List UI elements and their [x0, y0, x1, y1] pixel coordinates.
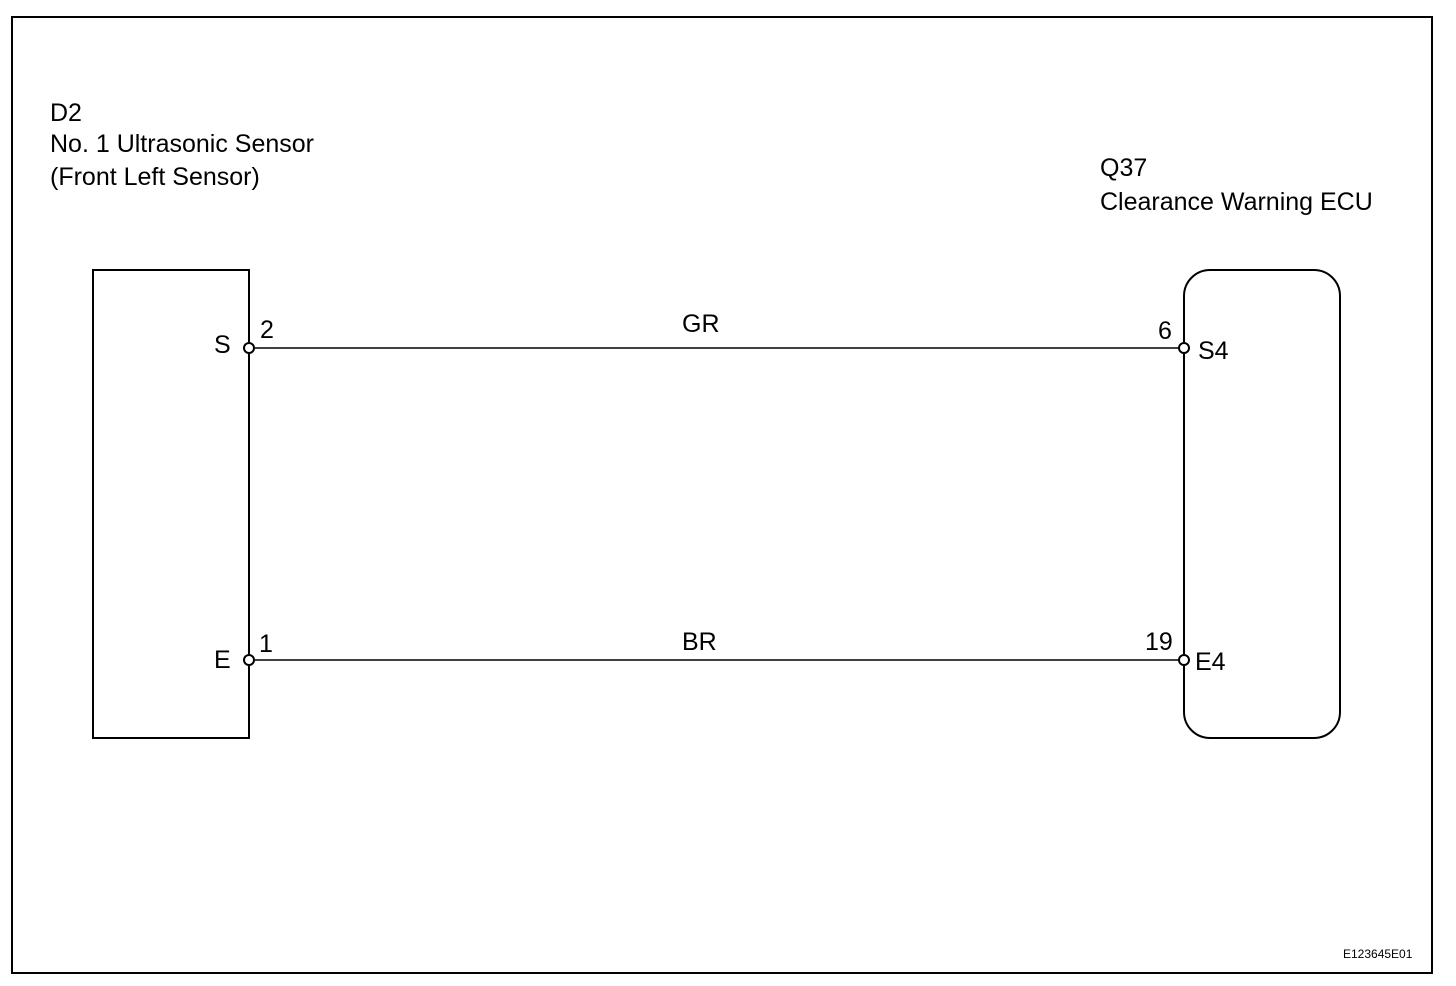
ecu-pin-e4-terminal: E4	[1195, 648, 1226, 676]
sensor-terminal-e	[243, 654, 255, 666]
ecu-component-box	[1183, 269, 1341, 739]
ecu-name: Clearance Warning ECU	[1100, 188, 1373, 216]
sensor-pin-e-number: 1	[259, 630, 273, 658]
sensor-connector-code: D2	[50, 99, 82, 127]
ecu-connector-code: Q37	[1100, 154, 1148, 182]
wire-br-label: BR	[682, 628, 717, 656]
ecu-terminal-s4	[1178, 342, 1190, 354]
ecu-terminal-e4	[1178, 654, 1190, 666]
diagram-frame	[11, 16, 1433, 974]
sensor-pin-s-number: 2	[260, 316, 274, 344]
sensor-name: No. 1 Ultrasonic Sensor	[50, 130, 315, 158]
figure-id: E123645E01	[1343, 947, 1413, 961]
wire-gr-label: GR	[682, 310, 720, 338]
ecu-pin-s4-terminal: S4	[1198, 337, 1229, 365]
sensor-terminal-s	[243, 342, 255, 354]
sensor-position: (Front Left Sensor)	[50, 163, 260, 191]
sensor-pin-e-terminal: E	[214, 646, 231, 674]
ecu-pin-s4-number: 6	[1158, 317, 1172, 345]
sensor-pin-s-terminal: S	[214, 331, 231, 359]
ecu-pin-e4-number: 19	[1145, 628, 1173, 656]
sensor-component-box	[92, 269, 250, 739]
